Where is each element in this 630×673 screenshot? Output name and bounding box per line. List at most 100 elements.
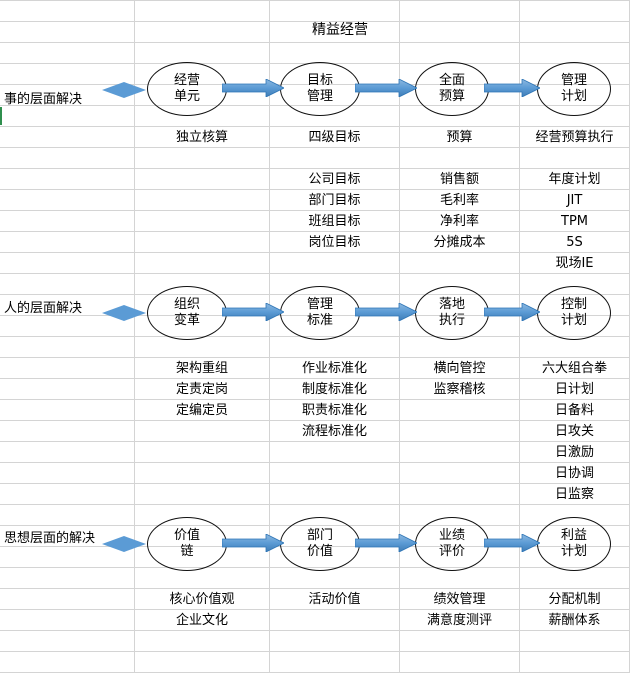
grid-cell[interactable] [520,64,630,85]
grid-cell[interactable] [400,484,520,505]
detail-row-cell[interactable]: 核心价值观 [135,589,270,610]
detail-row-cell[interactable]: 作业标准化 [270,358,400,379]
detail-row-cell[interactable]: 现场IE [520,253,630,274]
detail-row-cell[interactable]: 日计划 [520,379,630,400]
grid-cell[interactable] [0,190,135,211]
grid-cell[interactable] [400,400,520,421]
grid-cell[interactable] [135,295,270,316]
grid-cell[interactable] [270,463,400,484]
grid-cell[interactable] [135,526,270,547]
grid-cell[interactable] [0,589,135,610]
grid-cell[interactable] [135,316,270,337]
grid-cell[interactable] [0,547,135,568]
detail-row-cell[interactable]: 薪酬体系 [520,610,630,631]
grid-cell[interactable] [400,547,520,568]
grid-cell[interactable] [0,484,135,505]
grid-cell[interactable] [0,505,135,526]
grid-cell[interactable] [0,253,135,274]
detail-row-cell[interactable]: 定责定岗 [135,379,270,400]
detail-row-cell[interactable]: 班组目标 [270,211,400,232]
grid-cell[interactable] [270,43,400,64]
grid-cell[interactable] [135,64,270,85]
grid-cell[interactable] [400,337,520,358]
grid-cell[interactable] [520,22,630,43]
grid-cell[interactable] [0,400,135,421]
detail-row-cell[interactable]: 分摊成本 [400,232,520,253]
grid-cell[interactable] [135,190,270,211]
grid-cell[interactable] [270,547,400,568]
grid-cell[interactable] [0,295,135,316]
grid-cell[interactable] [0,1,135,22]
detail-row-cell[interactable]: 监察稽核 [400,379,520,400]
grid-cell[interactable] [135,85,270,106]
grid-cell[interactable] [400,652,520,673]
grid-cell[interactable] [0,442,135,463]
grid-cell[interactable] [400,274,520,295]
grid-cell[interactable] [270,568,400,589]
grid-cell[interactable] [520,295,630,316]
grid-cell[interactable] [270,442,400,463]
grid-cell[interactable] [400,43,520,64]
grid-cell[interactable] [270,148,400,169]
detail-row-cell[interactable]: 满意度测评 [400,610,520,631]
grid-cell[interactable] [520,85,630,106]
detail-row-cell[interactable]: 5S [520,232,630,253]
grid-cell[interactable] [400,22,520,43]
detail-row-cell[interactable]: JIT [520,190,630,211]
detail-row-cell[interactable]: 毛利率 [400,190,520,211]
grid-cell[interactable] [135,232,270,253]
grid-cell[interactable] [135,568,270,589]
grid-cell[interactable] [270,295,400,316]
grid-cell[interactable] [135,253,270,274]
detail-row-cell[interactable]: 日协调 [520,463,630,484]
grid-cell[interactable] [0,379,135,400]
grid-cell[interactable] [520,106,630,127]
grid-cell[interactable] [400,568,520,589]
grid-cell[interactable] [520,568,630,589]
grid-cell[interactable] [400,85,520,106]
grid-cell[interactable] [400,295,520,316]
grid-cell[interactable] [0,274,135,295]
grid-cell[interactable] [135,1,270,22]
grid-cell[interactable] [400,64,520,85]
grid-cell[interactable] [270,106,400,127]
grid-cell[interactable] [135,22,270,43]
heading-row-shi-cell[interactable]: 预算 [400,127,520,148]
grid-cell[interactable] [0,22,135,43]
grid-cell[interactable] [520,1,630,22]
grid-cell[interactable] [400,106,520,127]
detail-row-cell[interactable]: 净利率 [400,211,520,232]
detail-row-cell[interactable]: 流程标准化 [270,421,400,442]
grid-cell[interactable] [0,43,135,64]
detail-row-cell[interactable]: 绩效管理 [400,589,520,610]
grid-cell[interactable] [270,526,400,547]
detail-row-cell[interactable]: 日监察 [520,484,630,505]
grid-cell[interactable] [135,169,270,190]
grid-cell[interactable] [400,316,520,337]
grid-cell[interactable] [270,337,400,358]
detail-row-cell[interactable]: 企业文化 [135,610,270,631]
grid-cell[interactable] [0,358,135,379]
detail-row-cell[interactable]: 制度标准化 [270,379,400,400]
grid-cell[interactable] [0,463,135,484]
grid-cell[interactable] [135,484,270,505]
grid-cell[interactable] [135,106,270,127]
grid-cell[interactable] [400,1,520,22]
detail-row-cell[interactable]: 架构重组 [135,358,270,379]
detail-row-cell[interactable]: 职责标准化 [270,400,400,421]
detail-row-cell[interactable]: 活动价值 [270,589,400,610]
grid-cell[interactable] [520,631,630,652]
grid-cell[interactable] [520,316,630,337]
detail-row-cell[interactable]: 公司目标 [270,169,400,190]
detail-row-cell[interactable]: 横向管控 [400,358,520,379]
grid-cell[interactable] [520,526,630,547]
grid-cell[interactable] [0,316,135,337]
grid-cell[interactable] [0,85,135,106]
grid-cell[interactable] [520,652,630,673]
detail-row-cell[interactable]: 分配机制 [520,589,630,610]
detail-row-cell[interactable]: 部门目标 [270,190,400,211]
grid-cell[interactable] [400,421,520,442]
grid-cell[interactable] [270,1,400,22]
grid-cell[interactable] [270,85,400,106]
grid-cell[interactable] [0,337,135,358]
